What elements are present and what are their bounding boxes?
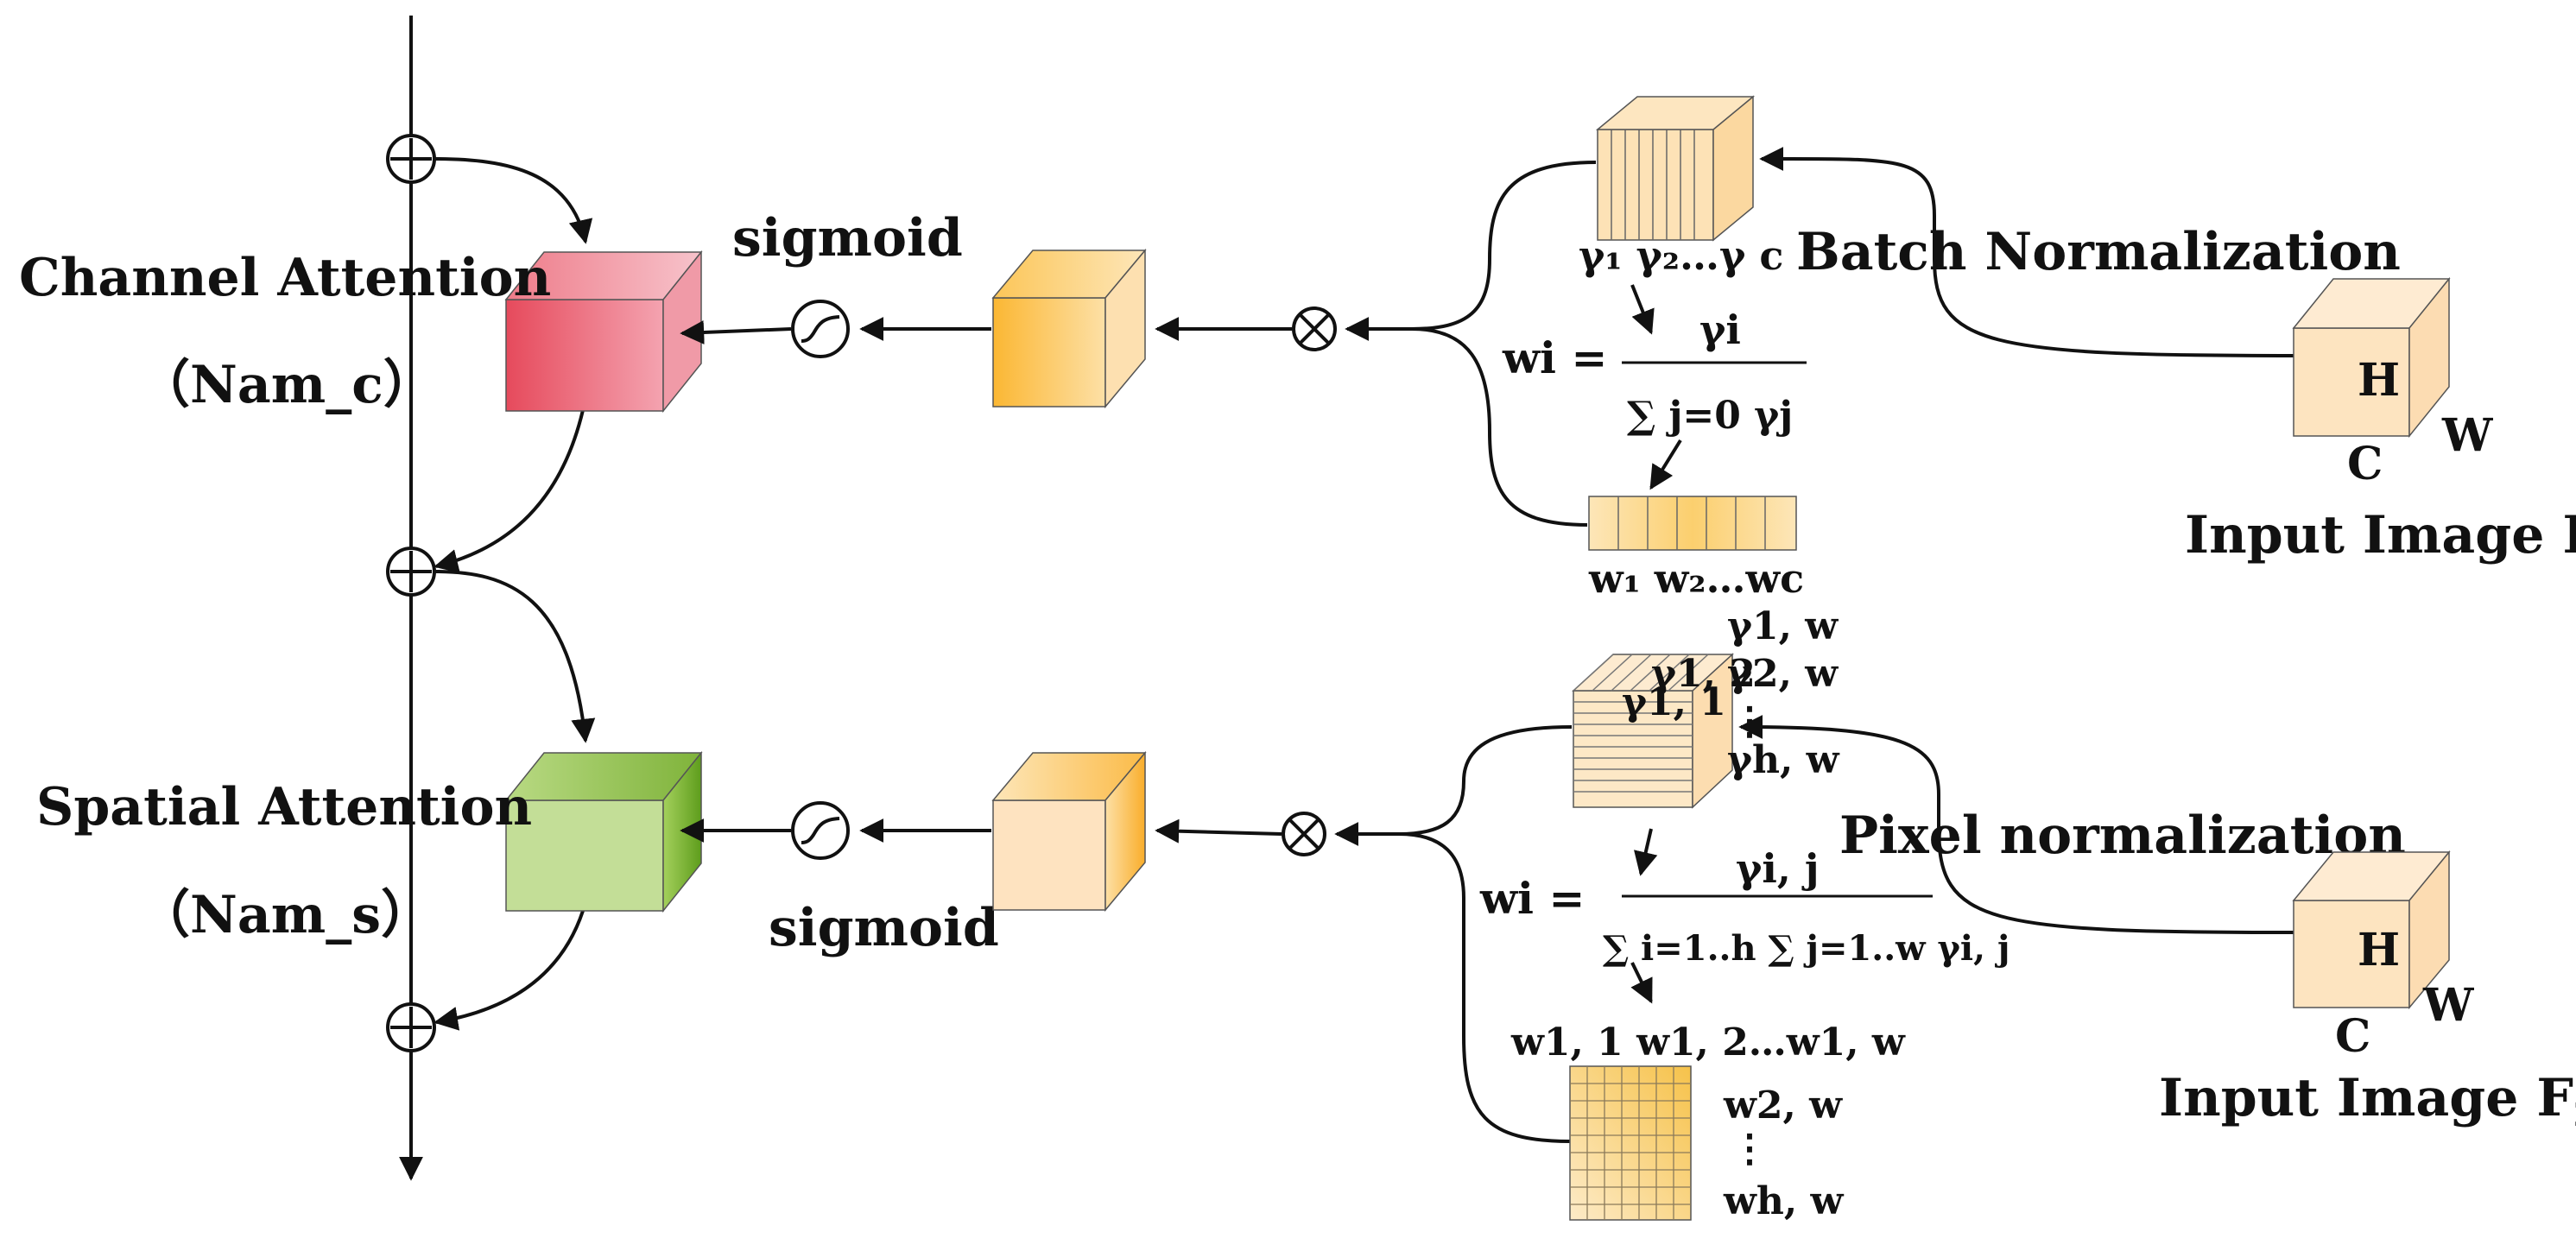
- cube1-w-label: W: [2441, 409, 2494, 462]
- cube2-w-label: W: [2422, 979, 2475, 1032]
- gamma-hw-label: γh, w: [1727, 738, 1840, 782]
- input-cube-1: [2292, 276, 2451, 439]
- spatial-attention-cube: [504, 750, 703, 913]
- cube1-h-label: H: [2358, 354, 2400, 407]
- sigmoid-label-top: sigmoid: [732, 208, 963, 269]
- formula-bottom-numerator: γi, j: [1736, 845, 1820, 892]
- batch-normalization-label: Batch Normalization: [1796, 222, 2401, 282]
- cube2-c-label: C: [2335, 1010, 2370, 1063]
- orange-cube-bottom: [991, 750, 1147, 913]
- gamma-slice-cube: [1595, 95, 1756, 242]
- gamma-11-label: γ1, 1: [1622, 680, 1726, 724]
- weight-row: [1588, 496, 1797, 551]
- arrow-gamma-to-formula-bottom: [1634, 828, 1658, 876]
- gamma-row-label: γ₁ γ₂…γ c: [1579, 232, 1783, 279]
- plus-node-2: [386, 547, 436, 597]
- multiply-icon-top: [1292, 306, 1337, 351]
- formula-top-numerator: γi: [1699, 306, 1741, 353]
- w-vdots: ⋮: [1731, 1127, 1769, 1171]
- gamma-grid-cube: [1572, 653, 1734, 809]
- cube2-h-label: H: [2358, 924, 2400, 976]
- orange-cube-top: [991, 248, 1147, 409]
- gamma-1w-label: γ1, w: [1727, 604, 1839, 648]
- arrow-from-spatial-cube: [434, 910, 585, 1031]
- arrow-multiply-to-cube-bottom: [1155, 818, 1282, 843]
- arrow-formula-to-matrix: [1630, 962, 1653, 1004]
- branch-gamma-bottom: [1398, 725, 1573, 836]
- input-image-1-label: Input Image F1: [2185, 505, 2576, 569]
- channel-attention-label: Channel Attention: [19, 248, 551, 308]
- sigmoid-label-bottom: sigmoid: [769, 898, 999, 958]
- gamma-12-label: γ1, 2: [1651, 652, 1756, 696]
- formula-bottom-denominator: ∑ i=1..h ∑ j=1..w γi, j: [1603, 928, 2010, 969]
- plus-node-3: [386, 1002, 436, 1052]
- arrow-formula-to-weights: [1649, 439, 1682, 490]
- gamma-2w-label: γ2, w: [1727, 652, 1839, 696]
- pixel-normalization-label: Pixel normalization: [1839, 806, 2406, 866]
- spatial-attention-label: Spatial Attention: [36, 777, 532, 837]
- wi-label-bottom: wi =: [1479, 873, 1585, 924]
- weight-row-label: w₁ w₂…wc: [1588, 555, 1804, 602]
- input-cube-2: [2292, 850, 2451, 1010]
- nam-s-label: （Nam_s）: [138, 885, 433, 945]
- gamma-vdots: ⋮: [1731, 699, 1769, 743]
- arrow-gamma-to-formula: [1630, 284, 1655, 335]
- arrow-input1-to-gamma: [1759, 146, 2294, 357]
- sigmoid-icon-top: [791, 300, 850, 358]
- cube1-c-label: C: [2347, 438, 2383, 490]
- sigmoid-icon-bottom: [791, 801, 850, 860]
- arrow-to-spatial-cube: [434, 570, 596, 743]
- weight-grid: [1569, 1065, 1692, 1221]
- arrow-input2-to-gamma: [1738, 715, 2294, 934]
- nam-c-label: （Nam_c）: [138, 355, 435, 415]
- w-matrix-row-label: w1, 1 w1, 2…w1, w: [1510, 1020, 1906, 1065]
- arrow-sigmoid-to-channel: [680, 320, 792, 344]
- w-2w-label: w2, w: [1723, 1084, 1843, 1128]
- multiply-icon-bottom: [1282, 812, 1326, 856]
- branch-gamma-top: [1411, 161, 1597, 331]
- w-hw-label: wh, w: [1723, 1179, 1845, 1223]
- branch-weight-top: [1411, 327, 1588, 527]
- arrow-to-channel-cube: [434, 157, 593, 244]
- plus-node-1: [386, 134, 436, 184]
- branch-weight-bottom: [1398, 832, 1571, 1143]
- wi-label-top: wi =: [1502, 332, 1607, 383]
- formula-top-denominator: ∑ j=0 γj: [1627, 394, 1793, 438]
- input-image-2-label: Input Image F2: [2159, 1068, 2576, 1134]
- arrow-from-channel-cube: [434, 409, 585, 573]
